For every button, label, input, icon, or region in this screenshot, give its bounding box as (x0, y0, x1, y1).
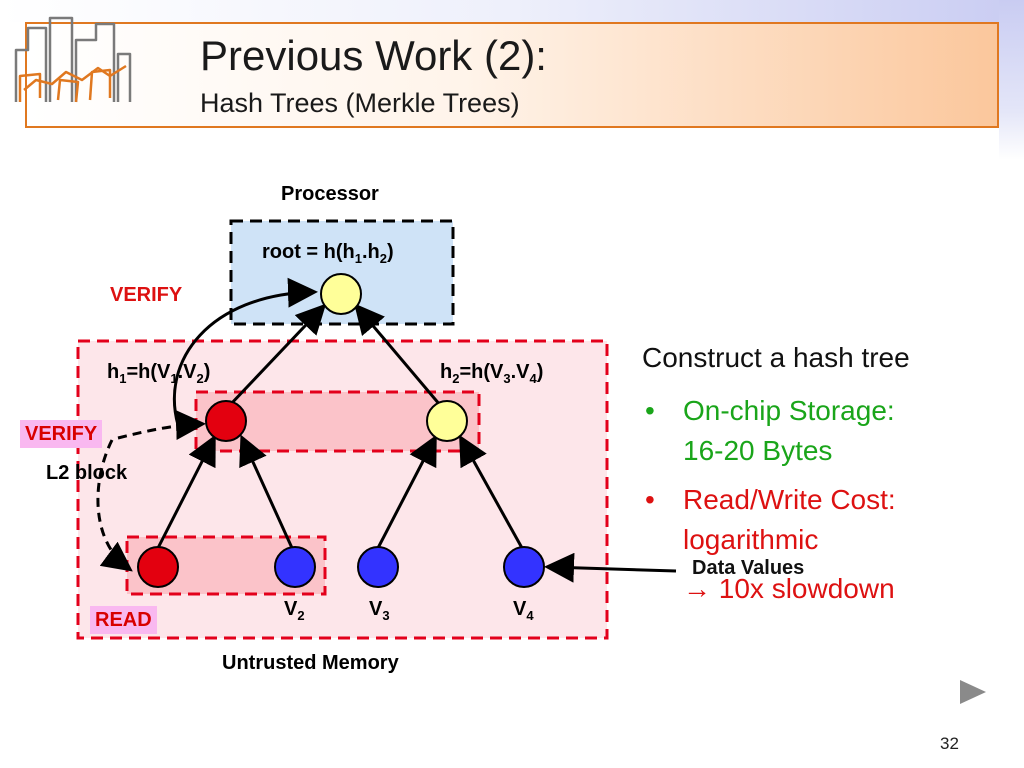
logo-buildings-icon (14, 16, 132, 103)
l2-block-label: L2 block (46, 462, 128, 484)
bullet-item-cost: • Read/Write Cost: logarithmic (645, 480, 965, 560)
bullet-storage-line2: 16-20 Bytes (683, 435, 833, 466)
bullet-dot-icon: • (645, 395, 655, 426)
slide-title: Previous Work (2): (200, 32, 547, 79)
edge-v2-h1 (239, 434, 294, 549)
processor-label: Processor (281, 183, 379, 205)
verify-curve-top (172, 277, 318, 426)
edge-h1-root (228, 303, 327, 407)
bullet-dot-icon: • (645, 484, 655, 515)
edge-v3-h2 (376, 434, 437, 549)
bullet-storage-line1: On-chip Storage: (683, 395, 895, 426)
right-arrow-icon: → (683, 573, 711, 604)
h2-label: h2=h(V3.V4) (440, 361, 544, 386)
verify-top-label: VERIFY (110, 284, 183, 306)
edge-data-values (544, 552, 677, 583)
v1-node (137, 546, 179, 588)
edge-h2-root (354, 303, 442, 406)
bullet-cost-line2: logarithmic (683, 524, 819, 555)
root-node (320, 273, 362, 315)
v2-node (274, 546, 316, 588)
bullet-heading: Construct a hash tree (642, 342, 910, 373)
v3-label: V3 (369, 598, 390, 623)
v3-node (357, 546, 399, 588)
v2-label: V2 (284, 598, 305, 623)
verify-mid-tag: VERIFY (20, 420, 103, 448)
slide-subtitle: Hash Trees (Merkle Trees) (200, 88, 520, 118)
h2-node (426, 400, 468, 442)
root-label: root = h(h1.h2) (262, 241, 394, 266)
title-band (25, 22, 999, 128)
edge-v4-h2 (459, 434, 524, 549)
bullet-item-storage: • On-chip Storage: 16-20 Bytes (645, 391, 965, 471)
read-curve (96, 439, 133, 572)
right-decor-band (999, 0, 1024, 160)
v4-node (503, 546, 545, 588)
edge-v1-h1 (156, 434, 216, 549)
next-slide-arrow-icon[interactable] (960, 680, 986, 704)
page-number: 32 (940, 734, 959, 753)
data-values-label: Data Values (692, 557, 805, 579)
read-tag: READ (90, 606, 157, 634)
h1-node (205, 400, 247, 442)
bullet-cost-line1: Read/Write Cost: (683, 484, 896, 515)
h1-label: h1=h(V1.V2) (107, 361, 211, 386)
verify-curve-mid (117, 409, 206, 440)
bullet-slowdown: → 10x slowdown (683, 569, 895, 609)
slowdown-text: 10x slowdown (718, 573, 895, 604)
top-decor-band (0, 0, 1024, 22)
untrusted-memory-label: Untrusted Memory (222, 652, 399, 674)
v4-label: V4 (513, 598, 534, 623)
